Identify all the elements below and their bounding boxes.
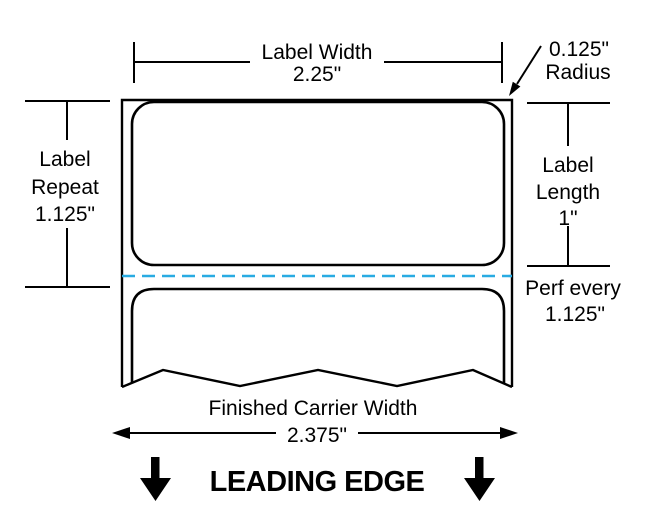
perf-note: Perf every 1.125" bbox=[525, 277, 621, 326]
carrier-sides-and-top bbox=[120, 98, 514, 387]
label-width-dimension: Label Width 2.25" bbox=[133, 41, 503, 86]
radius-arrowhead-icon bbox=[509, 81, 521, 96]
carrier-outline bbox=[120, 98, 514, 389]
radius-name: Radius bbox=[545, 61, 610, 84]
right-arrow-head bbox=[464, 478, 495, 501]
radius-value: 0.125" bbox=[549, 38, 609, 61]
leading-edge-section: LEADING EDGE bbox=[140, 457, 495, 501]
label-length-word1: Label bbox=[542, 154, 593, 177]
label-length-word2: Length bbox=[536, 181, 600, 204]
perf-note-line1: Perf every bbox=[525, 277, 621, 300]
leading-edge-right-arrow-icon bbox=[464, 457, 495, 501]
carrier-width-right-arrowhead-icon bbox=[500, 427, 518, 439]
label-width-value: 2.25" bbox=[293, 63, 341, 86]
left-arrow-head bbox=[140, 478, 171, 501]
label-repeat-word1: Label bbox=[39, 148, 90, 171]
leading-edge-left-arrow-icon bbox=[140, 457, 171, 501]
label-die-cut-1 bbox=[130, 100, 506, 267]
leading-edge-label: LEADING EDGE bbox=[210, 466, 425, 498]
left-arrow-stem bbox=[151, 457, 160, 479]
label-repeat-dimension: Label Repeat 1.125" bbox=[25, 100, 110, 288]
carrier-width-value: 2.375" bbox=[287, 424, 347, 447]
label-die-cut-2-partial bbox=[130, 287, 506, 384]
label-repeat-value: 1.125" bbox=[35, 203, 95, 226]
label-width-name: Label Width bbox=[262, 41, 373, 64]
radius-arrow-line bbox=[516, 45, 542, 85]
label-repeat-word2: Repeat bbox=[31, 176, 99, 199]
radius-callout: 0.125" Radius bbox=[509, 38, 611, 96]
carrier-width-dimension: Finished Carrier Width 2.375" bbox=[112, 397, 518, 447]
label-length-value: 1" bbox=[558, 207, 577, 230]
right-arrow-stem bbox=[475, 457, 484, 479]
carrier-width-name: Finished Carrier Width bbox=[209, 397, 418, 420]
carrier-torn-edge bbox=[121, 368, 513, 389]
carrier-width-left-arrowhead-icon bbox=[112, 427, 130, 439]
label-length-dimension: Label Length 1" bbox=[527, 102, 610, 267]
perf-note-line2: 1.125" bbox=[545, 303, 605, 326]
